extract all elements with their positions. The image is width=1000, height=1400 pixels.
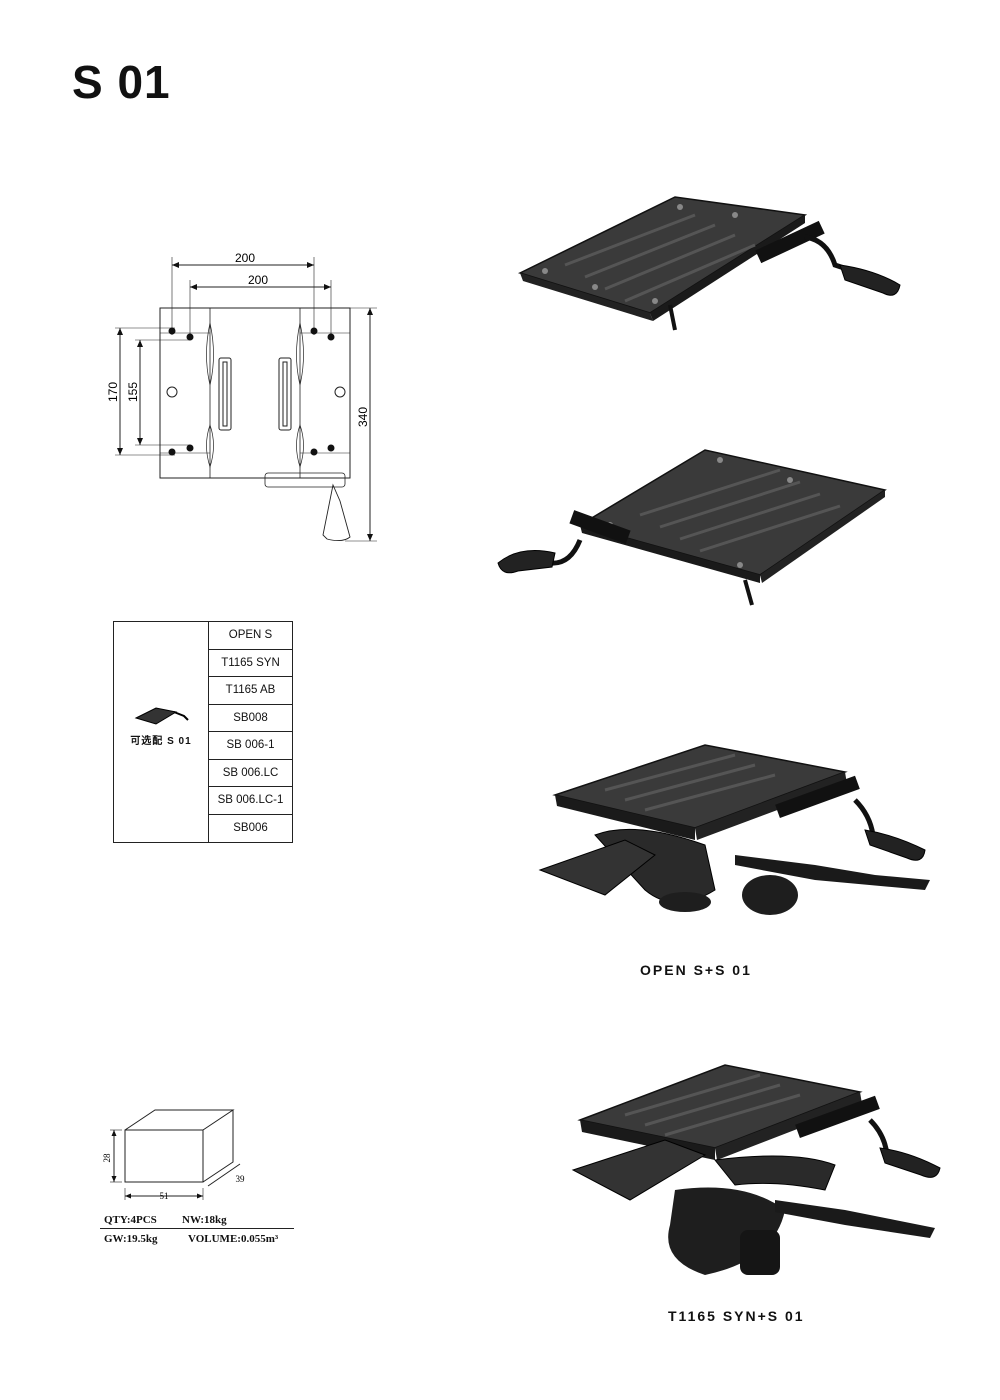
compat-item: SB 006-1	[209, 732, 292, 760]
dim-width-outer: 200	[235, 251, 255, 265]
compat-item: T1165 AB	[209, 677, 292, 705]
package-qty: QTY:4PCS	[104, 1214, 157, 1226]
page-title: S 01	[72, 56, 171, 108]
product-photo-1	[517, 196, 901, 331]
package-divider	[100, 1228, 294, 1229]
package-box-drawing: 28 51 39	[102, 1109, 246, 1201]
compatibility-table: 可选配 S 01 OPEN S T1165 SYN T1165 AB SB008…	[113, 621, 293, 843]
dim-total-depth: 340	[356, 407, 370, 427]
package-gross-weight: GW:19.5kg	[104, 1233, 158, 1245]
compat-item: T1165 SYN	[209, 650, 292, 677]
package-dim-height: 28	[102, 1153, 112, 1163]
product-photo-4	[571, 1064, 941, 1275]
caption-product-3: OPEN S+S 01	[640, 962, 752, 978]
compat-item: SB008	[209, 705, 292, 732]
package-net-weight: NW:18kg	[182, 1214, 227, 1226]
product-photo-3	[538, 744, 930, 915]
dim-width-inner: 200	[248, 273, 268, 287]
caption-product-4: T1165 SYN+S 01	[668, 1308, 805, 1324]
compat-label-cell: 可选配 S 01	[114, 622, 209, 842]
compat-list: OPEN S T1165 SYN T1165 AB SB008 SB 006-1…	[209, 622, 292, 842]
dim-height-outer: 170	[106, 382, 120, 402]
product-thumbnail-icon	[134, 707, 189, 725]
package-volume: VOLUME:0.055m³	[188, 1233, 279, 1245]
package-dim-depth: 39	[236, 1174, 246, 1184]
compat-item: OPEN S	[209, 622, 292, 650]
compat-item: SB006	[233, 822, 268, 835]
dim-height-inner: 155	[126, 382, 140, 402]
product-photo-2	[497, 449, 887, 606]
plate-outline	[159, 307, 351, 479]
compat-item: SB 006.LC-1	[209, 787, 292, 815]
technical-drawing: 200 200 170 155 340	[106, 251, 377, 542]
compat-item: SB 006.LC	[209, 760, 292, 787]
compat-label: 可选配 S 01	[130, 736, 192, 747]
package-dim-length: 51	[160, 1191, 169, 1201]
